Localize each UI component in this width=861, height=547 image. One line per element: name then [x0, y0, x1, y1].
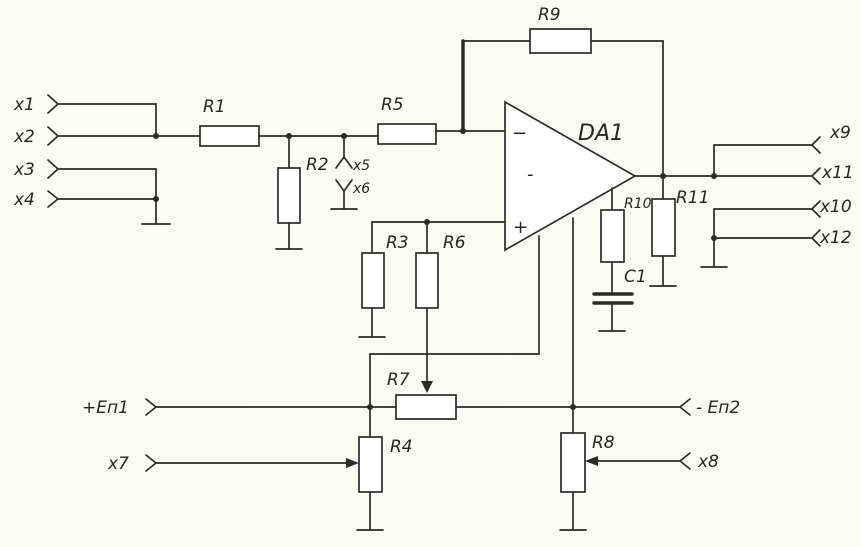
- resistor-r11: [651, 198, 676, 257]
- connector-x4-arrow: [47, 190, 59, 208]
- label-x3: x3: [13, 160, 35, 180]
- label-x6: x6: [352, 181, 370, 197]
- connector-neg-supply-arrow: [679, 398, 691, 416]
- label-x8: x8: [697, 452, 719, 472]
- label-neg-supply: - Eп2: [696, 398, 740, 418]
- label-x12: x12: [819, 228, 852, 248]
- connector-x10-arrow: [811, 200, 821, 218]
- label-x1: x1: [13, 95, 35, 115]
- wiper-arrow-r4: [346, 458, 359, 468]
- opamp-da1: [504, 100, 637, 252]
- label-r10: R10: [624, 196, 652, 212]
- connector-x1-arrow: [47, 94, 59, 114]
- resistor-r1: [199, 125, 260, 147]
- connector-pos-supply-arrow: [145, 398, 157, 416]
- label-x10: x10: [819, 197, 852, 217]
- wiper-arrow-r7: [421, 381, 433, 393]
- input-x2-group: x2: [13, 126, 201, 147]
- label-r11: R11: [676, 188, 709, 208]
- connector-x9-arrow: [811, 136, 821, 154]
- label-r3: R3: [386, 233, 409, 253]
- connector-x2-arrow: [47, 126, 59, 146]
- resistor-r2: [277, 167, 301, 224]
- label-c1: C1: [624, 267, 647, 287]
- label-x2: x2: [13, 127, 35, 147]
- resistor-r10: [600, 209, 625, 263]
- label-r6: R6: [443, 233, 466, 253]
- connector-x7-arrow: [145, 454, 157, 472]
- opamp-inverting-sign: −: [512, 123, 527, 144]
- label-da1: DA1: [578, 121, 624, 146]
- connector-x6-arrow: [335, 179, 353, 192]
- connector-x5-arrow: [335, 156, 353, 169]
- label-r1: R1: [203, 97, 226, 117]
- input-x3-group: x3: [13, 159, 157, 180]
- connector-x11-arrow: [811, 167, 821, 185]
- label-x9: x9: [829, 123, 851, 143]
- label-x7: x7: [107, 454, 129, 474]
- resistor-r5: [377, 123, 437, 145]
- potentiometer-r8: [560, 432, 586, 493]
- label-r7: R7: [387, 370, 410, 390]
- potentiometer-r7: [395, 394, 457, 420]
- resistor-r9: [529, 28, 592, 54]
- label-r2: R2: [306, 155, 329, 175]
- connector-x3-arrow: [47, 159, 59, 179]
- potentiometer-r4: [358, 436, 383, 493]
- connector-x12-arrow: [811, 229, 821, 247]
- junction-x2: [153, 133, 159, 139]
- input-x1-group: x1: [13, 94, 157, 115]
- junction-x12: [711, 235, 717, 241]
- label-r8: R8: [592, 433, 615, 453]
- input-x4-group: x4: [13, 190, 157, 210]
- resistor-r3: [361, 252, 385, 309]
- resistor-r6: [415, 252, 439, 309]
- label-pos-supply: +Eп1: [82, 398, 129, 418]
- label-x11: x11: [821, 163, 854, 183]
- wiper-arrow-r8: [585, 456, 598, 466]
- label-r9: R9: [538, 5, 561, 25]
- label-r4: R4: [390, 437, 413, 457]
- label-x4: x4: [13, 190, 35, 210]
- junction-x4: [153, 196, 159, 202]
- opamp-noninverting-sign: +: [513, 217, 528, 238]
- connector-x8-arrow: [679, 452, 691, 470]
- opamp-mid-mark: -: [527, 164, 534, 185]
- label-x5: x5: [352, 158, 370, 174]
- label-r5: R5: [381, 95, 404, 115]
